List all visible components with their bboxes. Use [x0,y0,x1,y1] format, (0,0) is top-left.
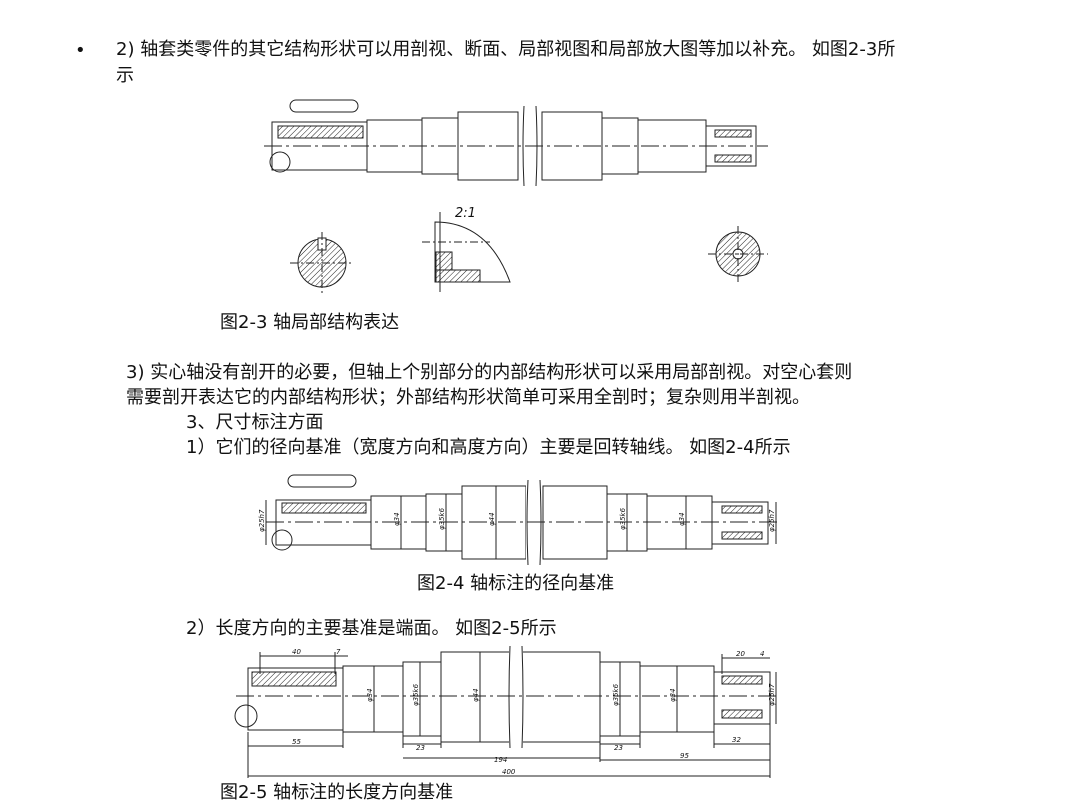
dim-d25h7-left: φ25h7 [258,509,266,532]
dim-d25h7-right: φ25h7 [768,509,776,532]
paragraph-5: 2）长度方向的主要基准是端面。 如图2-5所示 [186,618,557,639]
dim-d35k6-right: φ35k6 [619,507,627,530]
dim-top-40: 40 [292,648,301,656]
dim-bottom-23-a: 23 [416,744,425,752]
dim-bottom-95: 95 [680,752,689,760]
dim-d34-left: φ34 [393,512,401,526]
bullet: • [75,40,86,61]
figure-2-3-caption: 图2-3 轴局部结构表达 [220,312,400,333]
paragraph-1-line-2: 示 [116,65,134,86]
dim-d35k6-a: φ35k6 [412,683,420,706]
dim-top-4: 4 [760,650,764,658]
paragraph-4: 1）它们的径向基准（宽度方向和高度方向）主要是回转轴线。 如图2-4所示 [186,437,791,458]
dim-d44: φ44 [472,688,480,702]
paragraph-2-line-2: 需要剖开表达它的内部结构形状；外部结构形状简单可采用全剖时；复杂则用半剖视。 [126,387,810,408]
dim-bottom-55: 55 [292,738,301,746]
figure-2-4-shaft-radial-dims: φ25h7 φ34 φ35k6 φ44 φ35k6 φ34 φ25h7 [258,474,778,566]
dim-d34-right: φ34 [678,512,686,526]
dim-top-20: 20 [736,650,745,658]
figure-2-5-caption: 图2-5 轴标注的长度方向基准 [220,782,454,803]
dim-bottom-400: 400 [502,768,516,776]
dim-top-7: 7 [336,648,341,656]
dim-bottom-23-b: 23 [614,744,623,752]
figure-2-3-scale-label: 2:1 [455,206,476,221]
paragraph-3: 3、尺寸标注方面 [186,412,324,433]
dim-bottom-194: 194 [494,756,507,764]
dim-bottom-32: 32 [732,736,741,744]
paragraph-1-line-1: 2) 轴套类零件的其它结构形状可以用剖视、断面、局部视图和局部放大图等加以补充。… [116,39,896,60]
dim-d25h7: φ25h7 [768,683,776,706]
dim-d34-a: φ34 [366,688,374,702]
paragraph-2-line-1: 3) 实心轴没有剖开的必要，但轴上个别部分的内部结构形状可以采用局部剖视。对空心… [126,362,853,383]
dim-d34-b: φ34 [669,688,677,702]
dim-d35k6-left: φ35k6 [438,507,446,530]
figure-2-4-caption: 图2-4 轴标注的径向基准 [417,573,615,594]
figure-2-3-shaft-drawing: 2:1 [264,99,768,294]
figure-2-5-shaft-length-dims: 40 7 20 4 φ34 φ35k6 φ44 φ35k6 φ34 φ25h7 … [234,645,780,778]
dim-d35k6-b: φ35k6 [612,683,620,706]
dim-d44: φ44 [488,512,496,526]
